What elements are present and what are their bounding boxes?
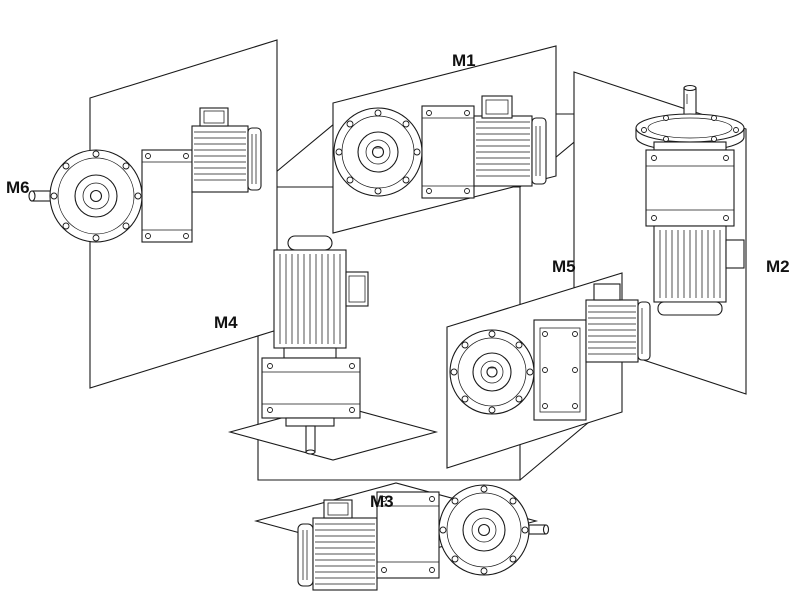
gear-housing bbox=[421, 105, 475, 199]
gear-housing bbox=[533, 319, 587, 421]
terminal-box bbox=[481, 95, 513, 119]
terminal-box bbox=[593, 283, 621, 301]
output-flange bbox=[438, 484, 530, 576]
fan-cowl bbox=[531, 117, 547, 185]
motor-body bbox=[653, 225, 745, 316]
label-m2: M2 bbox=[766, 257, 790, 276]
gear-housing bbox=[141, 149, 193, 243]
output-shaft bbox=[28, 190, 55, 202]
output-flange bbox=[333, 107, 423, 197]
fan-cowl bbox=[657, 301, 723, 316]
fan-cowl bbox=[637, 301, 651, 361]
gearmotor-m2 bbox=[635, 84, 745, 316]
output-flange bbox=[449, 329, 535, 415]
terminal-box bbox=[725, 239, 745, 269]
label-m3: M3 bbox=[370, 492, 394, 511]
gear-housing bbox=[261, 347, 361, 427]
output-shaft bbox=[305, 425, 316, 455]
gearmotor-m3 bbox=[297, 484, 550, 591]
label-m4: M4 bbox=[214, 313, 238, 332]
fan-cowl bbox=[247, 127, 262, 191]
motor-body bbox=[273, 235, 369, 349]
motor-body bbox=[297, 499, 378, 591]
terminal-box bbox=[323, 499, 353, 519]
gearmotor-m4 bbox=[261, 235, 369, 455]
motor-body bbox=[191, 107, 262, 193]
fan-cowl bbox=[287, 235, 333, 251]
gearmotor-m6 bbox=[28, 107, 262, 243]
terminal-box bbox=[199, 107, 229, 127]
motor-body bbox=[473, 95, 547, 187]
output-flange bbox=[49, 149, 143, 243]
label-m6: M6 bbox=[6, 178, 30, 197]
label-m5: M5 bbox=[552, 257, 576, 276]
gearmotor-m5 bbox=[449, 283, 651, 421]
output-shaft bbox=[528, 524, 550, 535]
terminal-box bbox=[345, 271, 369, 307]
gear-housing bbox=[376, 491, 440, 579]
fan-cowl bbox=[297, 523, 314, 587]
gearmotor-m1 bbox=[333, 95, 547, 199]
motor-body bbox=[585, 283, 651, 363]
gear-housing bbox=[645, 141, 735, 227]
label-m1: M1 bbox=[452, 51, 476, 70]
